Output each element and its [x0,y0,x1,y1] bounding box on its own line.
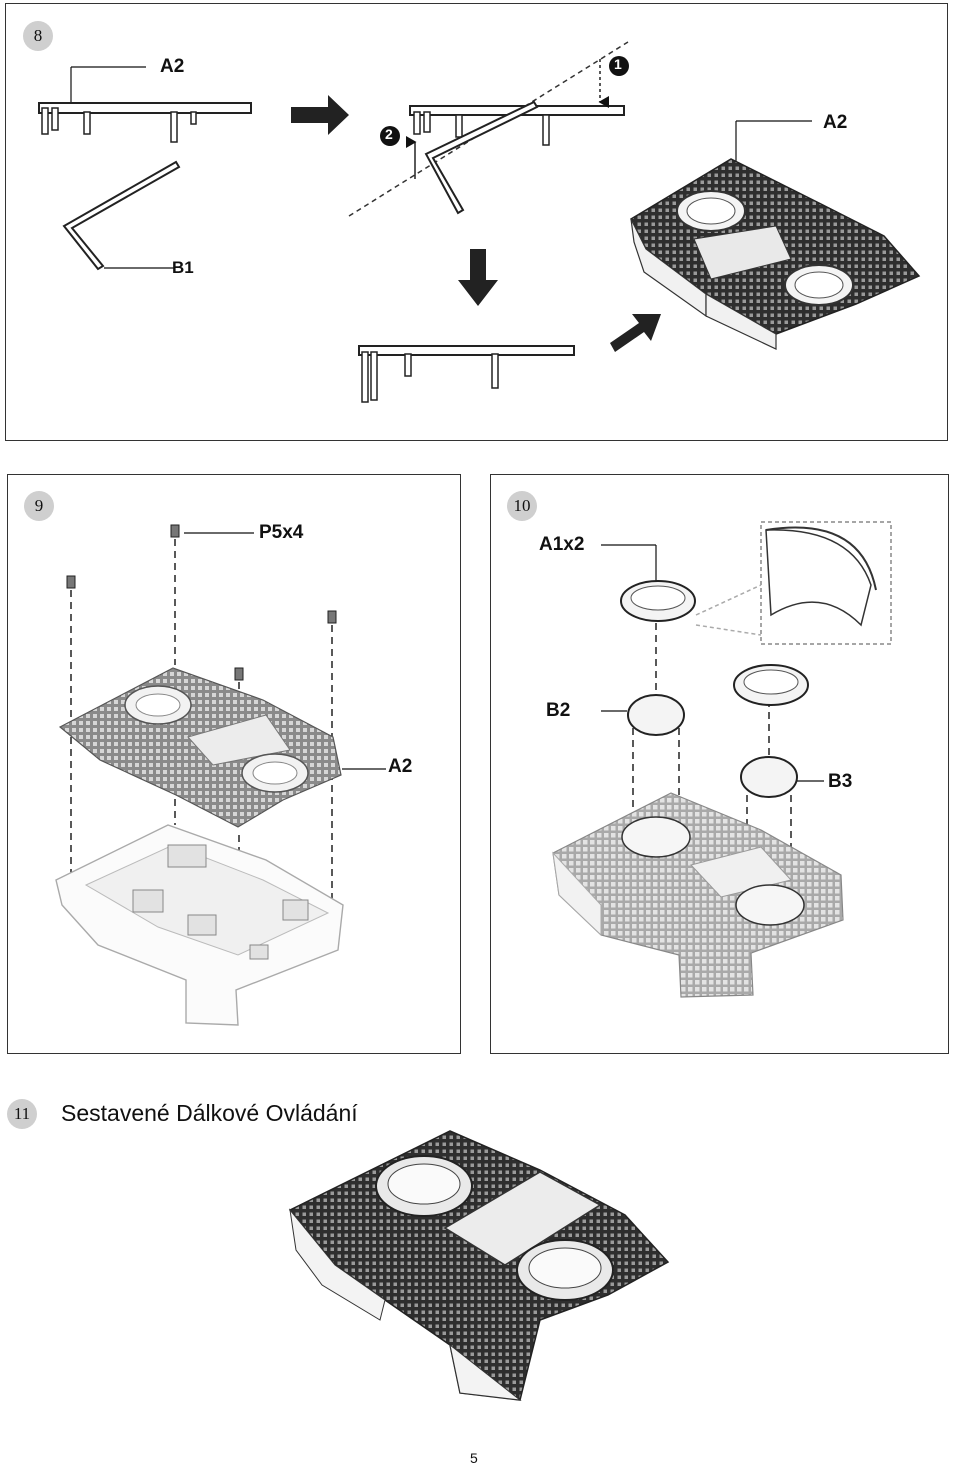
label-b1: B1 [172,258,194,277]
label-a1x2: A1x2 [539,534,585,555]
label-a2-right: A2 [823,112,848,133]
screw-icon [66,524,337,681]
step-9-panel: 9 [7,474,461,1054]
a2-side-view-left [38,41,921,403]
callout-2: 2 [385,126,393,142]
step-number-8: 8 [23,21,53,51]
step-number-9: 9 [24,491,54,521]
step-11-title: Sestavené Dálkové Ovládání [61,1100,358,1126]
step-number-10: 10 [507,491,537,521]
page-number: 5 [470,1450,478,1466]
step-10-illustration [552,521,892,998]
label-a2-top: A2 [160,56,185,77]
step-9-illustration [55,524,386,1026]
label-b3: B3 [828,771,853,792]
step-10-panel: 10 A1 [490,474,949,1054]
label-a2-step9: A2 [388,756,413,777]
step-8-panel: 8 [5,3,948,441]
callout-1: 1 [614,56,622,72]
step-number-11: 11 [7,1099,37,1129]
label-b2: B2 [546,700,571,721]
label-p5x4: P5x4 [259,522,304,543]
